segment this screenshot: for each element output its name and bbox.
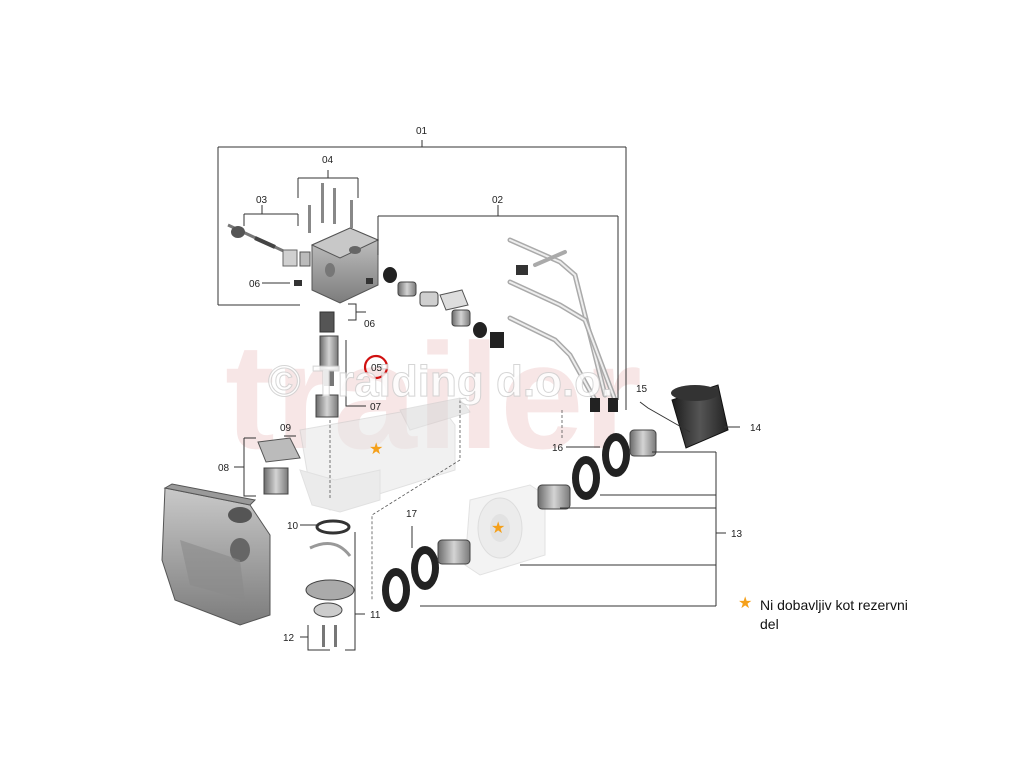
valve-block — [299, 227, 380, 304]
callout-08: 08 — [218, 463, 230, 474]
callout-09: 09 — [280, 423, 292, 434]
callout-labels: 01 02 03 04 05 06 06 07 08 09 10 11 12 1… — [218, 126, 762, 644]
callout-17: 17 — [406, 509, 418, 520]
callout-06a: 06 — [249, 279, 261, 290]
mounting-plate — [161, 483, 271, 626]
bolts-04 — [308, 183, 353, 233]
watermark-text: © Traiding d.o.o. — [268, 357, 613, 406]
callout-01: 01 — [416, 126, 428, 137]
star-icon: ★ — [738, 595, 753, 612]
star-icon: ★ — [369, 441, 383, 458]
housing-ghost-right — [464, 484, 546, 576]
dashed-guides — [329, 400, 563, 600]
callout-16: 16 — [552, 443, 564, 454]
part-stack-05 — [315, 311, 339, 418]
housing-ghost — [299, 397, 471, 513]
callout-14: 14 — [750, 423, 762, 434]
cover-14 — [671, 384, 729, 449]
callout-10: 10 — [287, 521, 299, 532]
callout-07: 07 — [370, 402, 382, 413]
part-03 — [227, 223, 298, 267]
seals-16 — [537, 429, 657, 510]
callout-12: 12 — [283, 633, 295, 644]
seals-17 — [382, 539, 471, 612]
callout-06b: 06 — [364, 319, 376, 330]
callout-lines — [217, 140, 740, 651]
part-06-small — [294, 278, 373, 286]
highlight-circle-05 — [363, 354, 389, 380]
legend-text: Ni dobavljiv kot rezervni del — [760, 597, 908, 632]
callout-13: 13 — [731, 529, 743, 540]
lower-assembly — [257, 437, 355, 647]
callout-11: 11 — [370, 610, 381, 621]
pipes-02 — [507, 237, 618, 403]
callout-02: 02 — [492, 195, 504, 206]
pipe-fittings — [383, 267, 504, 348]
callout-03: 03 — [256, 195, 268, 206]
pipe-end-caps — [516, 265, 618, 412]
callout-04: 04 — [322, 155, 334, 166]
callout-05: 05 — [371, 363, 383, 374]
star-icon: ★ — [491, 520, 505, 537]
callout-15: 15 — [636, 384, 648, 395]
